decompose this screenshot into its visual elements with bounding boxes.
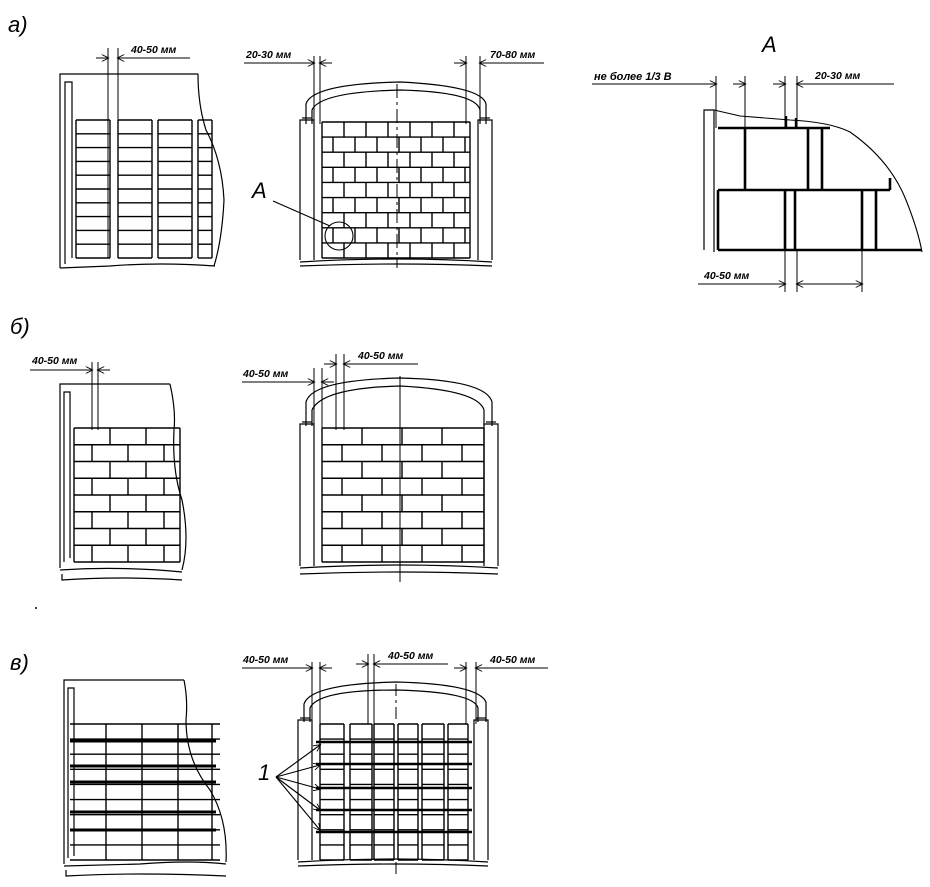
panel-a-label: а): [8, 12, 28, 37]
dim-detail-gap: 20-30 мм: [814, 70, 861, 82]
dim-b-side-spacing: 40-50 мм: [31, 355, 78, 367]
panel-a-side-view: [59, 73, 225, 269]
stray-dot: [35, 607, 37, 609]
callout-1: 1: [258, 760, 270, 785]
dim-a-gap-right: 70-80 мм: [490, 49, 536, 61]
detail-a-title: А: [760, 32, 777, 57]
panel-a-dimensions: [96, 48, 544, 258]
dim-detail-bottom: 40-50 мм: [703, 270, 750, 282]
panel-c-label: в): [10, 650, 29, 675]
panel-c-side-view: [63, 679, 227, 877]
dim-c-gap-left: 40-50 мм: [242, 654, 289, 666]
detail-a-view: [592, 76, 923, 292]
panel-c-front-view: [275, 681, 489, 874]
dim-detail-overlap: не более 1/3 В: [594, 71, 672, 83]
dim-b-spacing: 40-50 мм: [357, 350, 404, 362]
panel-b-front-view: [299, 376, 499, 582]
dim-b-gap-left: 40-50 мм: [242, 368, 289, 380]
dim-c-spacing: 40-50 мм: [387, 650, 434, 662]
panel-b-dimensions: [30, 354, 418, 430]
dim-a-side-spacing: 40-50 мм: [130, 44, 177, 56]
panel-b-label: б): [10, 314, 30, 339]
panel-c-dimensions: [242, 654, 548, 724]
panel-b-side-view: [59, 383, 187, 581]
dim-c-gap-right: 40-50 мм: [489, 654, 536, 666]
panel-a-front-view: [272, 81, 493, 268]
callout-a: А: [250, 178, 267, 203]
dim-a-gap-left: 20-30 мм: [245, 49, 292, 61]
